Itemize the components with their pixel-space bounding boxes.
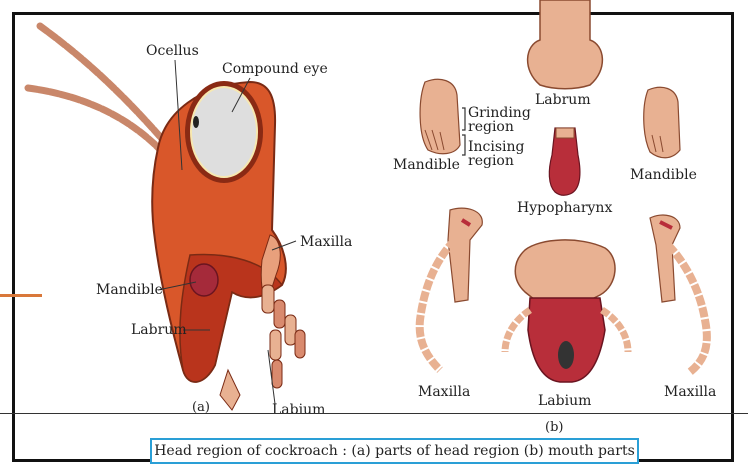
label-mandible-b-left: Mandible	[393, 158, 460, 172]
mandible-left-b-shape	[420, 79, 460, 153]
label-mandible-a: Mandible	[96, 283, 163, 297]
maxilla-left-b-shape	[420, 208, 483, 370]
labrum-b-shape	[528, 0, 603, 89]
label-maxilla-b-left: Maxilla	[418, 385, 470, 399]
label-maxilla-a: Maxilla	[300, 235, 352, 249]
label-labium-a: Labium	[272, 403, 325, 417]
label-incising-region: Incising region	[468, 140, 528, 168]
label-ocellus: Ocellus	[146, 44, 199, 58]
label-labrum-a: Labrum	[131, 323, 187, 337]
label-compound-eye: Compound eye	[222, 62, 328, 76]
label-labium-b: Labium	[538, 394, 591, 408]
maxilla-right-b-shape	[650, 215, 707, 372]
figure-caption: Head region of cockroach : (a) parts of …	[150, 438, 639, 464]
panel-b-letter: (b)	[545, 421, 563, 434]
label-hypopharynx: Hypopharynx	[517, 201, 612, 215]
divider-line	[0, 413, 748, 414]
label-mandible-b-right: Mandible	[630, 168, 697, 182]
label-grinding-region: Grinding region	[468, 106, 538, 134]
label-maxilla-b-right: Maxilla	[664, 385, 716, 399]
mandible-shape	[190, 264, 218, 296]
labium-b-shape	[505, 240, 628, 382]
label-labrum-b: Labrum	[535, 93, 591, 107]
compound-eye-shape	[188, 84, 260, 180]
